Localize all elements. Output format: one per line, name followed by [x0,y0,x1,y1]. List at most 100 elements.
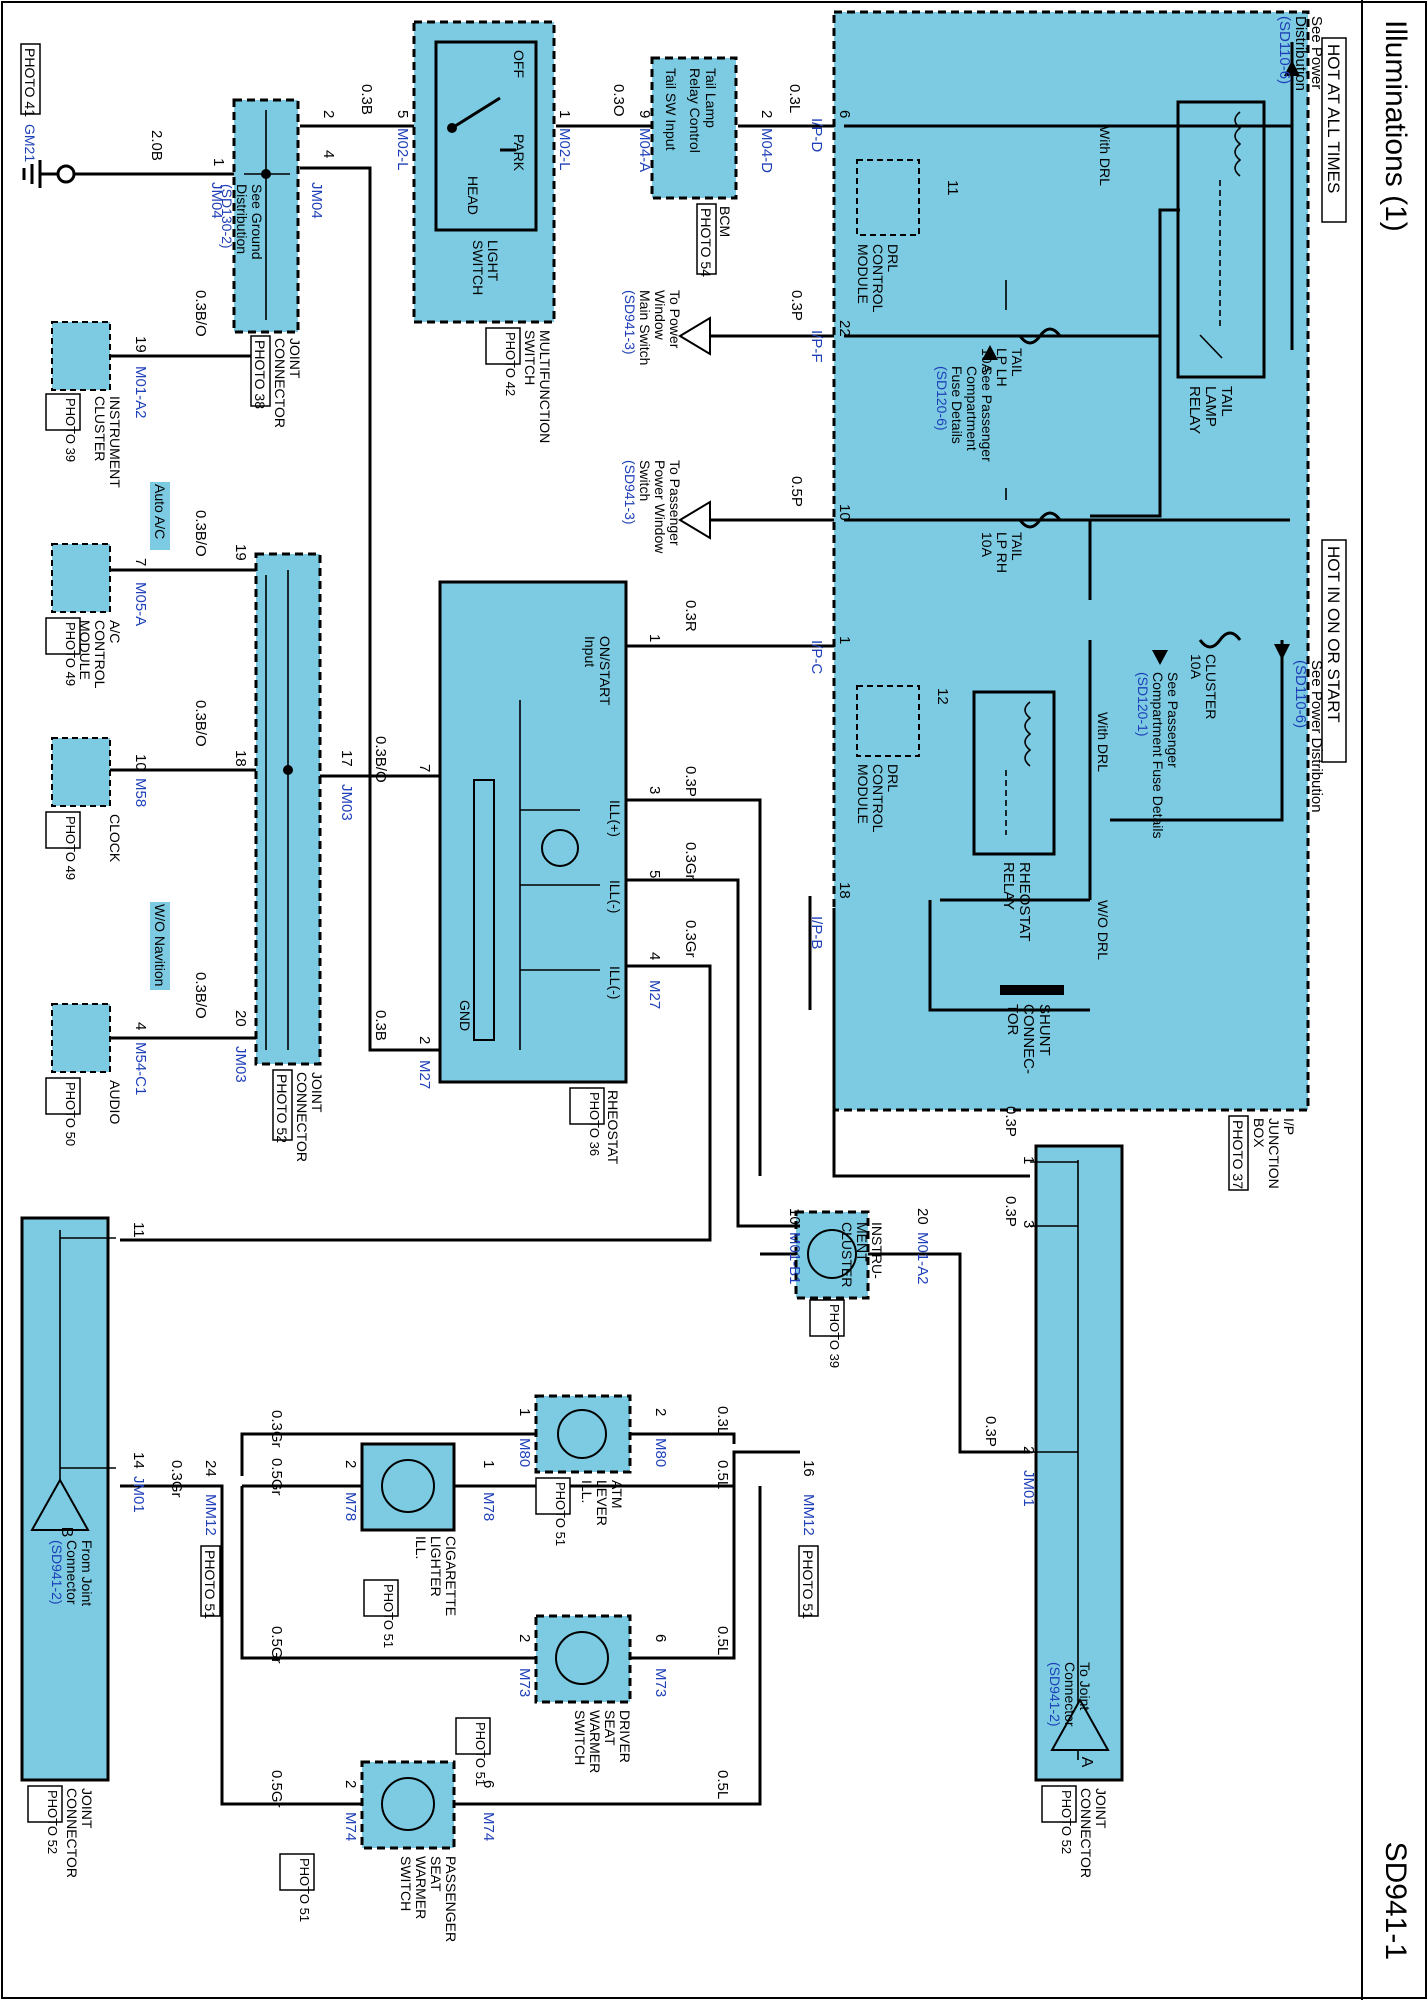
tail-relay-text: TAIL LAMP RELAY [1186,386,1235,434]
mod-audio-tag-bg [150,902,170,990]
joint-mid-bus [265,570,289,1050]
see-pass1-l1: See Passenger [979,366,995,462]
ground-conn: GM21 [22,124,38,162]
mod-cluster-text: INSTRUMENT CLUSTER [92,396,123,488]
page-title: Illuminations (1) [1379,20,1412,232]
pass-conn-b: M74 [342,1812,359,1841]
jb-conn-ipd: I/P-D [808,118,825,152]
wire-03l: 0.3L [786,84,803,113]
mm12-conn-top: MM12 [800,1494,817,1536]
jb-pin-1: 1 [836,636,853,644]
drl2-l3: MODULE [855,764,871,824]
jb-conn-ipb: I/P-B [808,916,825,949]
wire-03p-rheo: 0.3P [682,766,699,797]
mod-ac-l1: A/C [107,620,123,643]
wire-05gr-3: 0.5Gr [268,1770,285,1808]
pass-l3: WARMER [413,1856,429,1919]
tail-lamp-relay [1176,100,1266,379]
fuse-cluster-text: CLUSTER 10A [1188,654,1219,719]
cigar-lamp [381,1459,435,1513]
mod-ac-conn: M05-A [132,582,149,626]
cigar-text: CIGARETTE LIGHTER ILL. [413,1536,459,1616]
joint-b-letter: B [58,1527,75,1538]
shunt-connector [1000,985,1064,995]
bcm-conn-m04a: M04-A [636,128,653,172]
fuse-tail-rh [1018,511,1062,529]
code-group: SD941-1 [1379,1842,1412,1960]
hot-all-group: HOT AT ALL TIMES [1321,37,1347,223]
jl-pin-1: 1 [210,158,227,166]
cl2-pin-10: 10 [786,1208,803,1225]
hot-all-box [1321,37,1347,223]
pw-d-l3: Switch [637,460,653,501]
cigar-pin-2: 2 [342,1460,359,1468]
bcm-name-group: BCM PHOTO 54 [696,203,733,277]
switch-off: OFF [511,50,527,78]
with-drl-top: With DRL [1097,126,1113,186]
joint-connector-a [1034,1144,1124,1782]
see-pass1-text: See Passenger Compartment Fuse Details (… [934,366,995,462]
light-switch-l1: LIGHT [485,240,501,282]
jb-feed-mid [844,208,1290,522]
ja-ref: (SD941-2) [1047,1662,1063,1727]
rheostat-box [438,580,628,1084]
switch-head: HEAD [465,176,481,215]
jl-conn-b: JM04 [208,182,225,219]
cl2-l2: MENT [854,1222,870,1262]
jb-name-l1: I/P [1281,1118,1297,1135]
wire-03bo-19b: 0.3B/O [192,510,209,557]
jb-conn-ipc: I/P-C [808,640,825,674]
atm-pin-2: 2 [652,1408,669,1416]
switch-park: PARK [511,134,527,172]
driver-conn-b: M73 [516,1668,533,1697]
mm12-bot-group: MM12 PHOTO 51 [200,1494,221,1619]
mm12-conn-bot: MM12 [202,1494,219,1536]
mod-clock-name: CLOCK [107,814,123,863]
fuse-lh-l2: LP LH [994,348,1010,387]
fuse-lh-text: TAIL LP LH 10A [979,348,1025,387]
cl2-l3: CLUSTER [839,1222,855,1287]
rheo-pin-1: 1 [646,634,663,642]
jm-name-l2: CONNECTOR [294,1072,310,1162]
sw-conn-m02l-a: M02-L [556,128,573,171]
bcm-photo-box [696,203,717,275]
mod-ac-photo-box [45,617,81,655]
mod-ac-pin: 7 [132,558,149,566]
driver-photo-box [455,1717,491,1755]
mf-l1: MULTIFUNCTION [537,330,553,443]
clock-box [51,737,111,807]
wire-05l-3: 0.5L [714,1770,731,1799]
drl2-l2: CONTROL [870,764,886,833]
mod-cluster-l1: INSTRUMENT [107,396,123,488]
ja-name-l1: JOINT [1093,1788,1109,1829]
wo-drl: W/O DRL [1095,900,1111,960]
tail-relay-contact [1199,334,1223,359]
pw-c-ref: (SD941-3) [622,290,638,355]
cl2-photo-box [809,1299,845,1337]
jb-power1-text: See Power Distribution (SD110-6) [1276,16,1325,91]
wire-03gr-2: 0.3Gr [682,920,699,958]
mod-cluster-conn: M01-A2 [132,366,149,419]
pass-l4: SWITCH [398,1856,414,1911]
title-group: Illuminations (1) [1379,20,1412,232]
fuse-rh-text: TAIL LP RH 10A [979,532,1025,573]
rheostat-slider [473,779,495,1041]
joint-b-bus [59,1230,116,1480]
atm-text: ATM LEVER ILL. [579,1480,625,1526]
mf-l2: SWITCH [522,330,538,385]
hot-on-label: HOT IN ON OR START [1324,546,1343,723]
atm-l1: ATM [609,1480,625,1509]
cluster2-text: INSTRU- MENT CLUSTER [839,1222,885,1287]
mod-cluster-photo-group: PHOTO 39 [45,393,81,462]
jbb-name-l2: CONNECTOR [64,1788,80,1878]
cl2-photo: PHOTO 39 [827,1304,842,1368]
wire-05gr-2: 0.5Gr [268,1626,285,1664]
wires [74,124,1030,1806]
mod-cluster-photo-box [45,393,81,431]
drl1-l2: CONTROL [870,244,886,313]
jl-name-l2: CONNECTOR [272,338,288,428]
jbb-conn: JM01 [130,1476,147,1513]
jm-photo: PHOTO 52 [274,1074,290,1143]
